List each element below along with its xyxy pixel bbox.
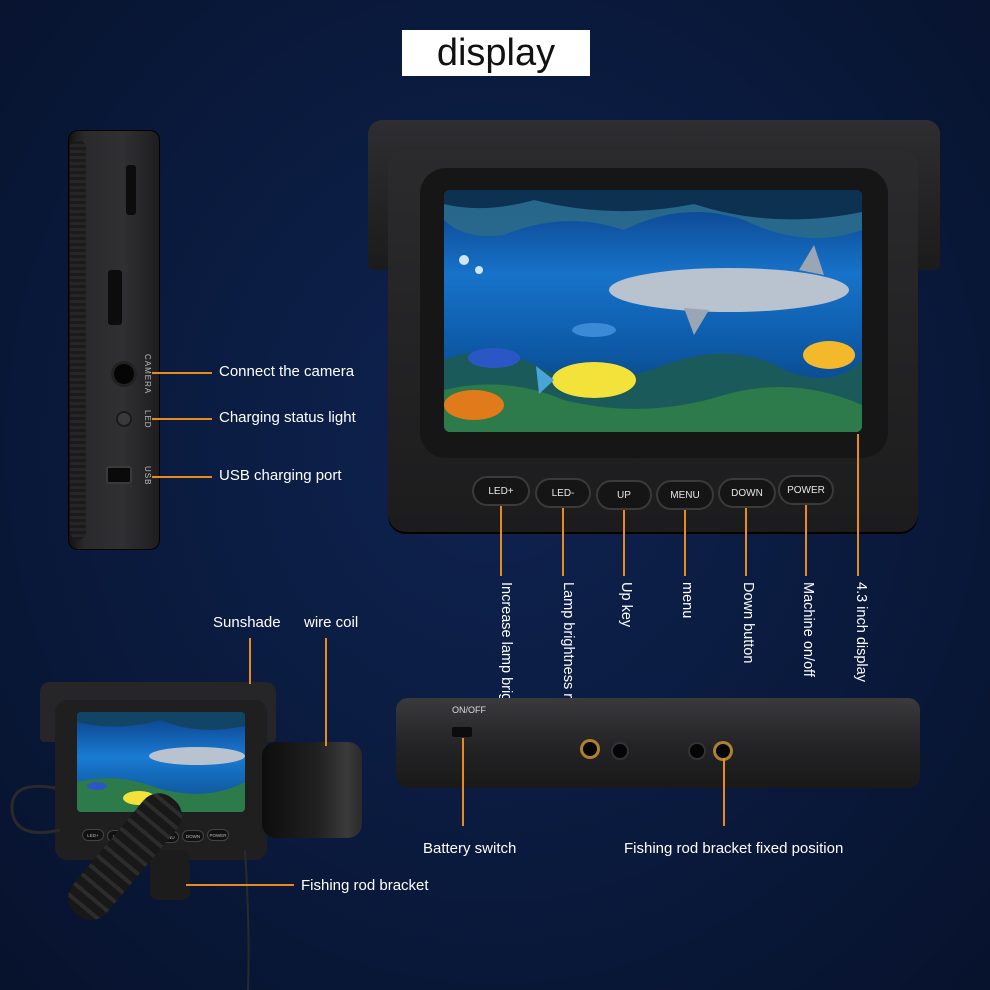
- label-increase-brightness: Increase lamp brightness: [498, 582, 514, 744]
- label-rod-bracket: Fishing rod bracket: [301, 877, 429, 894]
- up-button[interactable]: UP: [598, 482, 650, 508]
- wire-coil: [262, 742, 362, 838]
- side-view-grip: [70, 140, 86, 540]
- menu-button[interactable]: MENU: [658, 482, 712, 508]
- label-bracket-position: Fishing rod bracket fixed position: [624, 840, 844, 857]
- leader-line-power: [805, 505, 807, 576]
- small-power-button: POWER: [208, 830, 228, 840]
- battery-switch[interactable]: [452, 727, 472, 737]
- leader-line-up: [623, 510, 625, 576]
- label-wire-coil: wire coil: [304, 614, 359, 631]
- led-plus-button[interactable]: LED+: [474, 478, 528, 504]
- label-battery-switch: Battery switch: [423, 840, 517, 857]
- leader-line-display: [857, 434, 859, 576]
- label-menu: menu: [679, 582, 695, 619]
- label-charging-light: Charging status light: [219, 409, 356, 426]
- screw-hole-right: [690, 744, 704, 758]
- side-slot-top: [126, 165, 136, 215]
- leader-line-rod-bracket: [186, 884, 294, 886]
- label-up-key: Up key: [618, 582, 634, 628]
- leader-line-usb: [152, 476, 212, 478]
- usb-text: USB: [143, 466, 152, 486]
- leader-line-battery: [462, 738, 464, 826]
- camera-port: [114, 364, 134, 384]
- label-down-button: Down button: [740, 582, 756, 664]
- sd-card-slot: [108, 270, 122, 325]
- monitor-screen: [444, 190, 862, 432]
- charging-led: [118, 413, 130, 425]
- label-machine-onoff: Machine on/off: [800, 582, 816, 677]
- usb-port: [106, 466, 132, 484]
- leader-line-led-plus: [500, 506, 502, 576]
- leader-line-led: [152, 418, 212, 420]
- leader-line-camera: [152, 372, 212, 374]
- leader-line-menu: [684, 510, 686, 576]
- power-button[interactable]: POWER: [780, 477, 832, 503]
- leader-line-led-minus: [562, 508, 564, 576]
- label-brightness-reduction: Lamp brightness reduction: [560, 582, 576, 753]
- small-led-plus-button: LED+: [83, 830, 103, 840]
- bracket-hole-right: [716, 744, 730, 758]
- label-sunshade: Sunshade: [213, 614, 281, 631]
- label-usb-port: USB charging port: [219, 467, 342, 484]
- label-connect-camera: Connect the camera: [219, 363, 355, 380]
- leader-line-down: [745, 508, 747, 576]
- led-text: LED: [143, 410, 152, 429]
- leader-line-wire-coil: [325, 638, 327, 746]
- led-minus-button[interactable]: LED-: [537, 480, 589, 506]
- camera-port-text: CAMERA: [143, 354, 152, 395]
- small-down-button: DOWN: [183, 831, 203, 841]
- bracket-hole-left: [583, 742, 597, 756]
- screw-hole-left: [613, 744, 627, 758]
- label-display-size: 4.3 inch display: [853, 582, 869, 682]
- rod-bracket: [150, 850, 190, 900]
- onoff-text: ON/OFF: [452, 705, 486, 715]
- leader-line-bracket-position: [723, 758, 725, 826]
- underwater-scene-image: [444, 190, 862, 432]
- leader-line-sunshade: [249, 638, 251, 684]
- bottom-view-device: [396, 698, 920, 788]
- down-button[interactable]: DOWN: [720, 480, 774, 506]
- camera-cable: [10, 784, 250, 990]
- page-title: display: [402, 30, 590, 76]
